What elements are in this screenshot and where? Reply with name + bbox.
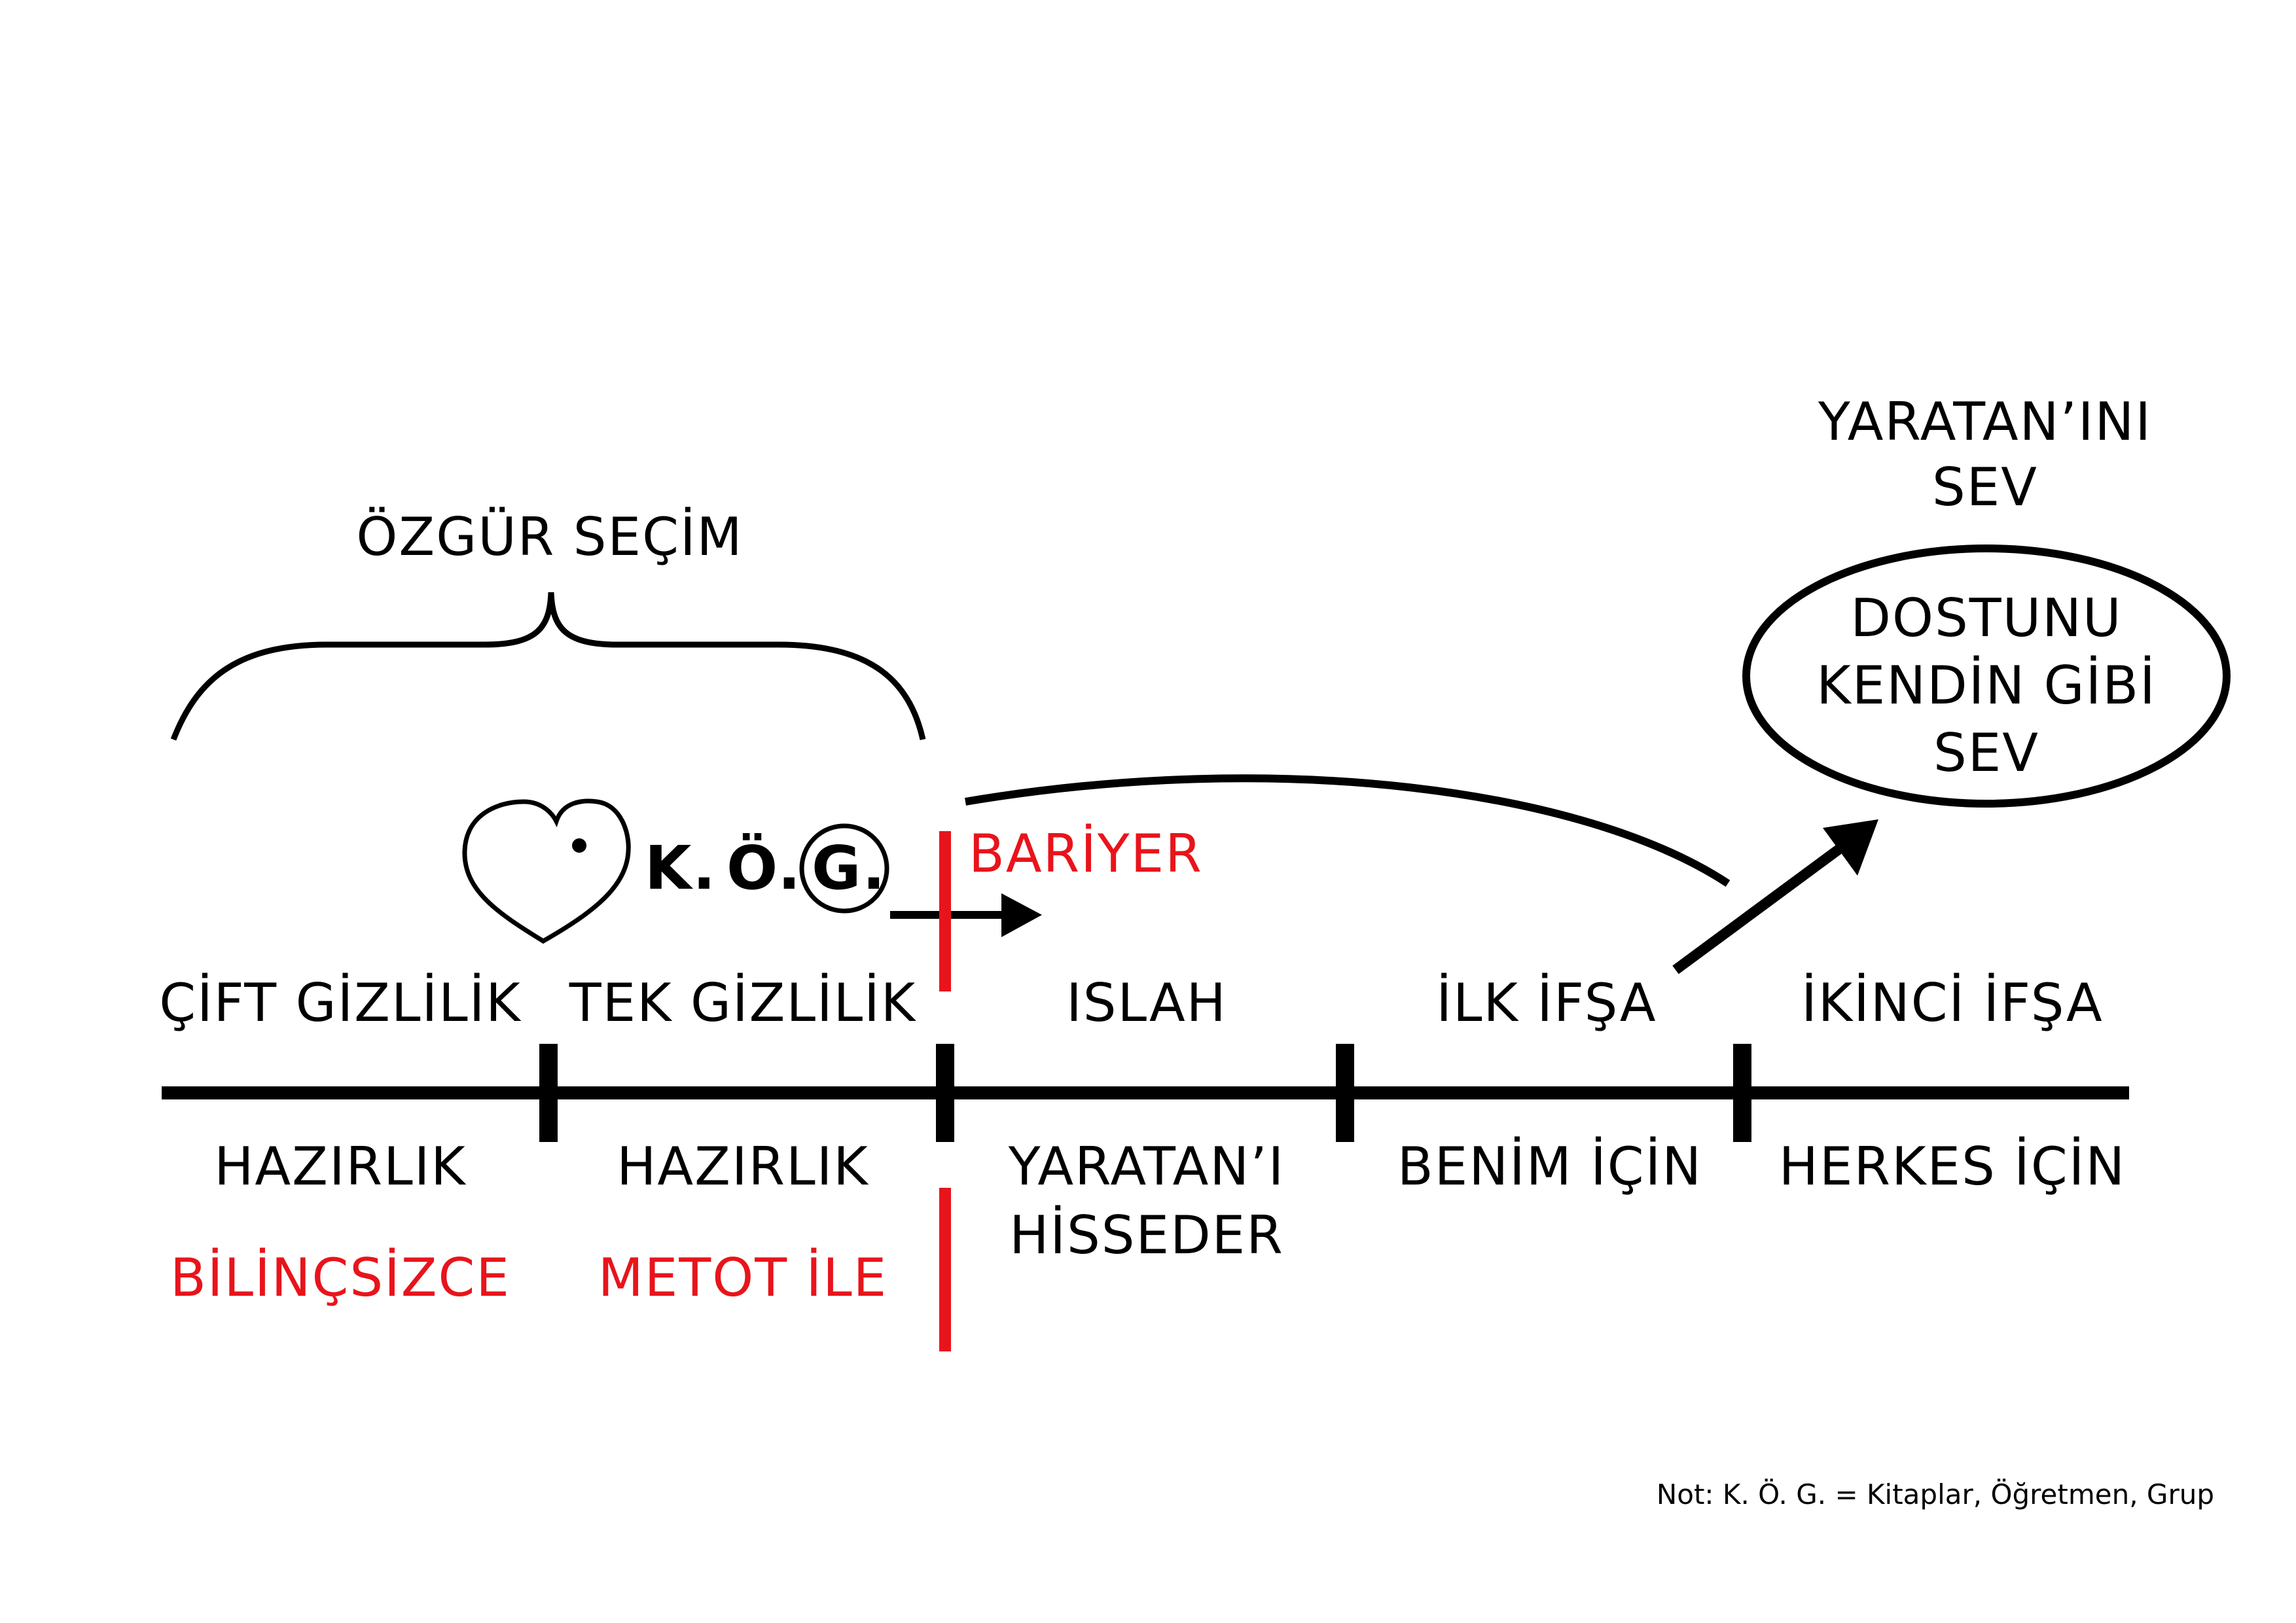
heart-eye-dot [572,838,586,853]
barrier-label: BARİYER [969,823,1203,884]
kog-g-circle [799,823,889,914]
goal-arrow-head [1823,819,1878,876]
phase-desc-5: HERKES İÇİN [1779,1136,2126,1197]
phase-name-1: ÇİFT GİZLİLİK [159,972,522,1033]
kog-o: Ö. [726,832,802,903]
phase-note-2: METOT İLE [598,1247,888,1308]
phase-name-5: İKİNCİ İFŞA [1801,972,2104,1033]
phase-note-1: BİLİNÇSİZCE [170,1247,511,1308]
phase-name-4: İLK İFŞA [1436,972,1657,1033]
kog-k: K. [645,833,717,903]
goal-outer-line-1: YARATAN’INI [1818,391,2152,452]
phase-desc-3b: HİSSEDER [1009,1205,1284,1266]
phase-name-2: TEK GİZLİLİK [569,972,917,1033]
goal-inner-line-3: SEV [1933,722,2039,783]
kog-g: G. [812,833,886,903]
heart-icon [462,798,631,944]
free-choice-brace [170,592,926,741]
free-choice-label: ÖZGÜR SEÇİM [356,507,743,567]
goal-outer-line-2: SEV [1932,457,2038,518]
goal-inner-line-2: KENDİN GİBİ [1816,655,2156,716]
phase-name-3: ISLAH [1066,972,1227,1033]
phase-desc-3a: YARATAN’I [1008,1136,1285,1197]
phase-desc-2: HAZIRLIK [617,1136,869,1197]
goal-ellipse [1742,544,2231,808]
curved-path-arrow [965,774,1731,887]
goal-inner-line-1: DOSTUNU [1850,588,2122,649]
phase-desc-1: HAZIRLIK [214,1136,467,1197]
barrier-arrow-head [1001,893,1042,937]
phase-desc-4: BENİM İÇİN [1397,1136,1702,1197]
timeline-ticks [539,1044,1751,1142]
footnote: Not: K. Ö. G. = Kitaplar, Öğretmen, Grup [1657,1478,2214,1510]
goal-arrow [1672,840,1849,974]
